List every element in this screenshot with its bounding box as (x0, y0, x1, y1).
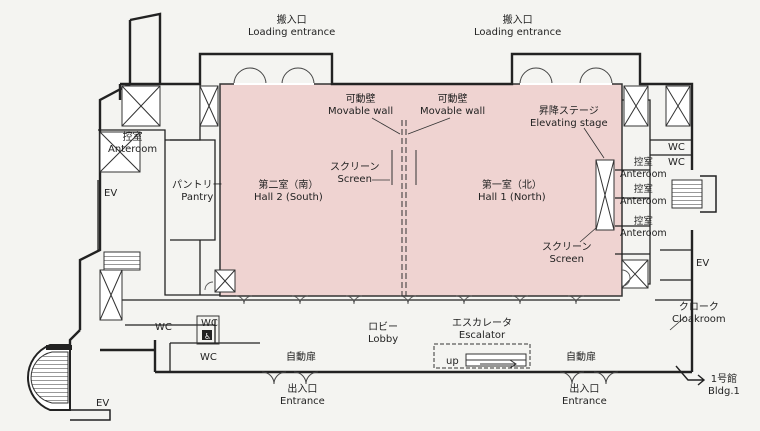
wc-lower-3: WC (200, 352, 217, 363)
entrance-left-en: Entrance (280, 396, 325, 407)
svg-text:♿: ♿ (204, 332, 211, 341)
screen-right-label: スクリーン Screen (542, 242, 592, 266)
loading-entrance-right: 搬入口 Loading entrance (474, 15, 561, 39)
entrance-right-en: Entrance (562, 396, 607, 407)
anteroom-r2-jp: 控室 (633, 184, 653, 195)
service-shafts (99, 85, 691, 321)
movable-wall-left-label: 可動壁 Movable wall (328, 94, 393, 118)
anteroom-right-3: 控室 Anteroom (620, 216, 667, 240)
lobby-jp: ロビー (368, 322, 399, 333)
lobby-label: ロビー Lobby (368, 322, 398, 346)
anteroom-right-1: 控室 Anteroom (620, 157, 667, 181)
movable-wall-left-jp: 可動壁 (345, 94, 376, 105)
bldg1-jp: 1号館 (710, 374, 738, 385)
entrance-right-jp: 出入口 (569, 384, 600, 395)
cloakroom-jp: クローク (678, 302, 719, 313)
bldg1-en: Bldg.1 (708, 386, 740, 397)
cloakroom-label: クローク Cloakroom (672, 302, 726, 326)
loading-entrance-right-en: Loading entrance (474, 27, 562, 38)
anteroom-left-label: 控室 Anteroom (108, 132, 157, 156)
screen-left-en: Screen (337, 174, 372, 185)
accessible-wc-box (196, 315, 220, 345)
hall2-en: Hall 2 (South) (254, 192, 323, 203)
loading-entrance-left-en: Loading entrance (248, 27, 336, 38)
anteroom-left-en: Anteroom (108, 144, 158, 155)
escalator-up-label: up (446, 356, 459, 367)
ev-right: EV (696, 258, 710, 269)
staircase-right (671, 179, 703, 209)
hall2-jp: 第二室（南） (258, 180, 319, 191)
elevating-stage-en: Elevating stage (530, 118, 608, 129)
entrance-right-label: 出入口 Entrance (562, 384, 607, 408)
escalator-label: エスカレータ Escalator (452, 318, 512, 342)
outer-walls (68, 12, 694, 374)
hall-area (219, 83, 623, 297)
wc-right-1: WC (668, 142, 685, 153)
hall-doors (204, 269, 631, 305)
escalator-en: Escalator (458, 330, 506, 341)
anteroom-r2-en: Anteroom (620, 196, 667, 207)
wc-lower-1: WC (155, 322, 172, 333)
escalator-jp: エスカレータ (452, 318, 512, 329)
anteroom-right-2: 控室 Anteroom (620, 184, 667, 208)
loading-entrance-left-jp: 搬入口 (276, 15, 307, 26)
escalator (433, 343, 531, 369)
loading-entrance-left: 搬入口 Loading entrance (248, 15, 335, 39)
loading-doors (233, 67, 613, 85)
entrance-left-jp: 出入口 (287, 384, 318, 395)
wc-right-2: WC (668, 157, 685, 168)
anteroom-r1-jp: 控室 (633, 157, 653, 168)
pantry-label: パントリー Pantry (172, 180, 223, 204)
pantry-jp: パントリー (172, 180, 223, 191)
lobby-en: Lobby (368, 334, 399, 345)
anteroom-r3-jp: 控室 (633, 216, 653, 227)
movable-wall-right-en: Movable wall (420, 106, 486, 117)
movable-wall (391, 120, 417, 296)
screen-right-en: Screen (549, 254, 584, 265)
entrance-left-label: 出入口 Entrance (280, 384, 325, 408)
wc-lower-2: WC (201, 318, 218, 329)
ev-left: EV (104, 188, 118, 199)
hall2-label: 第二室（南） Hall 2 (South) (254, 180, 323, 204)
ev-bottom: EV (96, 398, 110, 409)
anteroom-r1-en: Anteroom (620, 169, 667, 180)
pantry-en: Pantry (181, 192, 214, 203)
anteroom-r3-en: Anteroom (620, 228, 667, 239)
screen-right-jp: スクリーン (542, 242, 592, 253)
stair-tower (27, 344, 111, 421)
cloakroom-en: Cloakroom (672, 314, 726, 325)
bldg1-arrow (675, 365, 706, 386)
screen-left-jp: スクリーン (330, 162, 380, 173)
hall1-label: 第一室（北） Hall 1 (North) (478, 180, 546, 204)
movable-wall-right-label: 可動壁 Movable wall (420, 94, 485, 118)
bldg1-label: 1号館 Bldg.1 (708, 374, 740, 398)
movable-wall-left-en: Movable wall (328, 106, 394, 117)
elevating-stage-label: 昇降ステージ Elevating stage (530, 106, 608, 130)
screen-left-label: スクリーン Screen (330, 162, 380, 186)
hall1-en: Hall 1 (North) (478, 192, 546, 203)
movable-wall-right-jp: 可動壁 (437, 94, 468, 105)
auto-door-right: 自動扉 (566, 352, 596, 363)
elevating-stage-jp: 昇降ステージ (538, 106, 599, 117)
loading-entrance-right-jp: 搬入口 (502, 15, 533, 26)
anteroom-left-jp: 控室 (122, 132, 143, 143)
hall1-jp: 第一室（北） (481, 180, 542, 191)
entrance-doors (261, 371, 619, 385)
staircase-left (103, 251, 141, 271)
wheelchair-icon (202, 330, 212, 340)
auto-door-left: 自動扉 (286, 352, 316, 363)
